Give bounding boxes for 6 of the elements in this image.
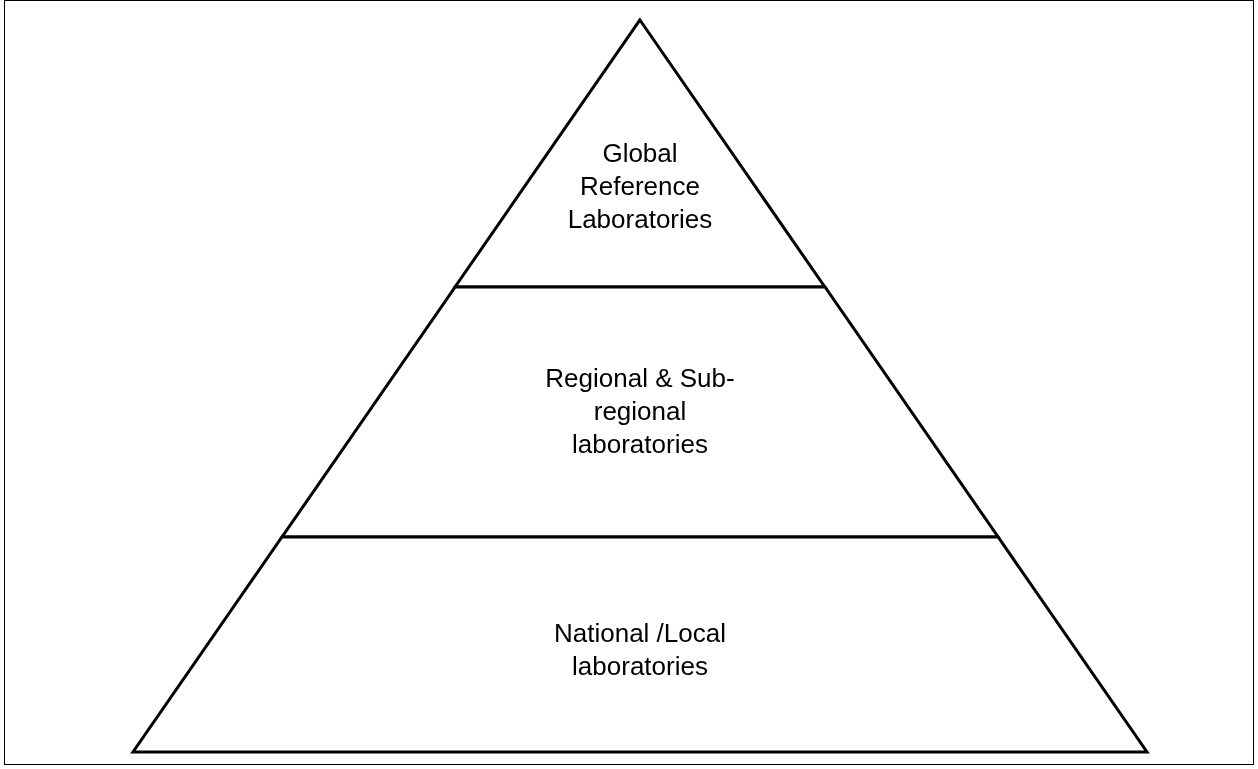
tier-label: Regional & Sub-regional laboratories — [544, 362, 736, 461]
pyramid-tier — [133, 537, 1147, 752]
tier-label: Global Reference Laboratories — [566, 137, 714, 236]
pyramid-tier — [281, 287, 999, 537]
pyramid-top-tier — [455, 20, 825, 287]
tier-label: National /Local laboratories — [553, 617, 727, 683]
